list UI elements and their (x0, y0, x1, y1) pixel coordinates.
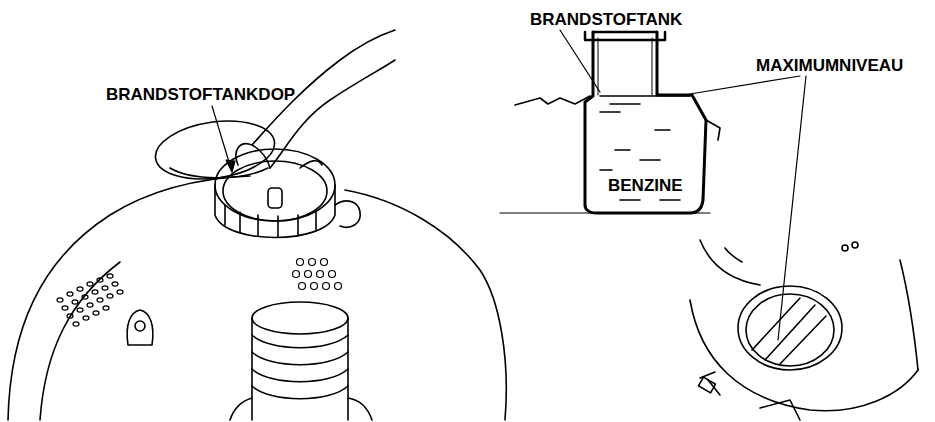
fuel-cap (215, 30, 395, 238)
filler-view (690, 240, 918, 420)
part-label: BRANDSTOFTANKDOP (106, 85, 295, 105)
leader-lines (212, 30, 806, 340)
part-label: BRANDSTOFTANK (530, 10, 682, 30)
fluid-label: BENZINE (606, 176, 685, 196)
tank-section (500, 32, 720, 213)
part-label: MAXIMUMNIVEAU (756, 56, 903, 76)
generator-housing (8, 114, 506, 420)
